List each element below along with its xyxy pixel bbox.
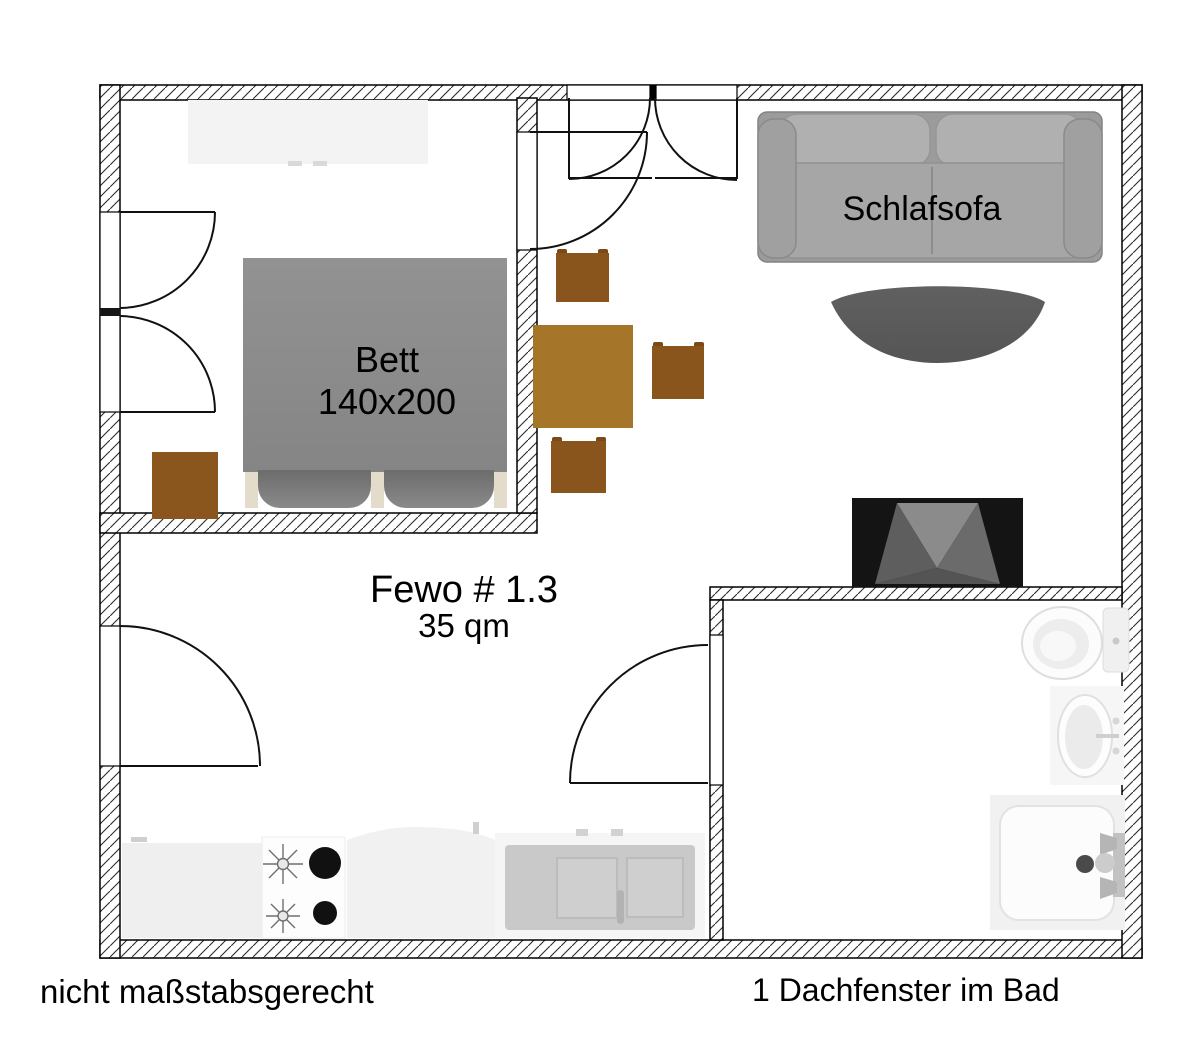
living-door-opening: [99, 625, 121, 767]
burner-gas-large: [263, 844, 303, 884]
tv-screen-facet: [875, 503, 937, 584]
caption-not-to-scale: nicht maßstabsgerecht: [40, 973, 374, 1010]
sink-basin-inner: [1065, 705, 1103, 769]
caption-skylight: 1 Dachfenster im Bad: [752, 972, 1060, 1008]
kitchen: [122, 822, 705, 939]
wardrobe: [188, 100, 428, 166]
chair-bottom: [551, 437, 606, 493]
bedroom-door-opening: [516, 131, 538, 251]
burner-electric-small: [313, 901, 337, 925]
kitchen-counter-left: [122, 843, 262, 938]
bed-pillow: [258, 470, 371, 508]
wall-bathroom-top: [709, 586, 1123, 601]
bed-pillow: [384, 470, 494, 508]
chair-seat: [556, 253, 609, 302]
bed-mattress: [243, 258, 507, 472]
cabinet-faucet: [611, 829, 623, 836]
entrance-door-divider: [650, 85, 656, 100]
dining-set: [533, 249, 704, 493]
sofa-back-cushion: [935, 113, 1083, 167]
bathroom-door-opening: [709, 634, 724, 786]
cabinet-faucet: [576, 829, 588, 836]
entrance-opening-right: [655, 84, 738, 101]
bed-post: [245, 472, 258, 508]
sofa-armrest: [757, 118, 797, 259]
tv-screen-facet: [937, 503, 1000, 584]
tv: [852, 498, 1023, 587]
shower-control: [1095, 853, 1115, 873]
plan-title: Fewo # 1.3: [370, 569, 558, 611]
kitchen-counter-mid: [347, 826, 495, 938]
toilet: [1021, 606, 1130, 680]
kitchen-cabinet-unit: [495, 829, 705, 938]
cabinet-door: [626, 857, 684, 918]
burner-gas-small: [266, 899, 300, 933]
window-swing-top: [119, 211, 216, 309]
sink-tap: [1112, 747, 1120, 755]
wall-bottom: [99, 939, 1143, 959]
window-opening-bottom: [99, 314, 121, 413]
tv-screen-facet: [875, 568, 1000, 584]
window-opening-top: [99, 211, 121, 311]
bed-label-line2: 140x200: [318, 381, 456, 422]
counter-knob: [473, 822, 479, 834]
sofa: Schlafsofa: [757, 111, 1103, 263]
door-swings: [119, 97, 738, 784]
wardrobe-handle: [313, 161, 327, 166]
bed-post: [494, 472, 507, 508]
sofa-back-cushion: [779, 113, 931, 167]
bathroom-door-swing: [569, 644, 709, 784]
sofa-armrest: [1063, 118, 1103, 259]
wall-right: [1121, 84, 1143, 959]
burner-electric-large: [309, 847, 341, 879]
wardrobe-handle: [288, 161, 302, 166]
chair-seat: [652, 346, 704, 399]
rug: [831, 286, 1045, 363]
plan-labels: Fewo # 1.3 35 qm nicht maßstabsgerecht 1…: [40, 569, 1060, 1010]
toilet-flush-button: [1112, 637, 1120, 645]
bed: Bett 140x200: [243, 258, 507, 508]
chair-right: [652, 342, 704, 399]
wall-openings: [99, 84, 738, 786]
toilet-bowl-water: [1040, 631, 1076, 661]
shower-drain: [1076, 855, 1094, 873]
stove: [261, 836, 346, 939]
bathroom: [990, 606, 1130, 930]
shower-head: [1100, 833, 1117, 855]
bed-label-line1: Bett: [355, 339, 419, 380]
bedroom-door-swing: [529, 131, 648, 250]
chair-top: [556, 249, 609, 302]
bedroom: Bett 140x200: [152, 100, 507, 519]
bathroom-sink: [1050, 686, 1124, 785]
cabinet-handle: [617, 890, 624, 924]
window-mullion: [100, 308, 120, 316]
entrance-door-right-swing: [654, 97, 738, 181]
dining-table: [533, 325, 633, 428]
shower: [990, 795, 1125, 930]
entrance-opening-left: [566, 84, 651, 101]
window-swing-bottom: [119, 315, 216, 413]
chair-seat: [551, 441, 606, 493]
wardrobe-body: [188, 100, 428, 164]
tv-screen-facet: [897, 503, 978, 568]
entrance-door-left-swing: [568, 97, 652, 180]
sink-tap: [1112, 717, 1120, 725]
plan-area: 35 qm: [418, 607, 510, 644]
counter-handle: [131, 837, 147, 842]
living-door-swing: [119, 625, 261, 767]
nightstand: [152, 452, 218, 519]
shower-head: [1100, 877, 1117, 899]
bed-post: [371, 472, 384, 508]
sofa-label: Schlafsofa: [843, 190, 1002, 228]
cabinet-door: [556, 857, 618, 919]
living-room: Schlafsofa: [757, 111, 1103, 587]
